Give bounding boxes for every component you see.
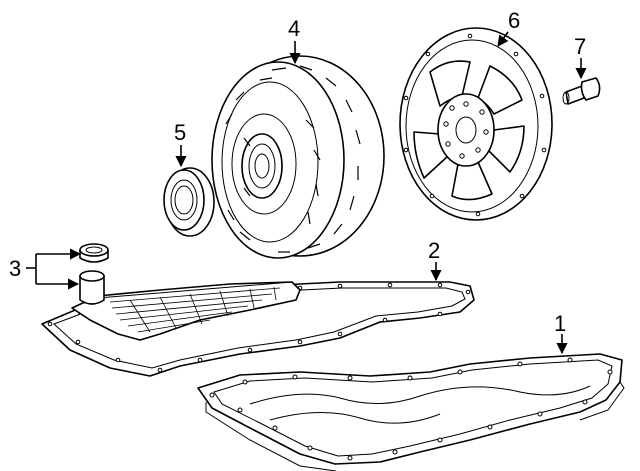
torque-converter <box>211 55 385 259</box>
filter-screen <box>109 286 281 333</box>
filter-assembly <box>71 243 301 341</box>
callout-number-5: 5 <box>174 120 186 145</box>
callout-5: 5 <box>174 120 187 168</box>
callout-number-3: 3 <box>9 256 21 281</box>
callout-number-4: 4 <box>288 16 300 41</box>
callout-number-7: 7 <box>574 34 586 59</box>
front-seal <box>163 167 215 237</box>
flexplate-rim-holes <box>403 33 547 217</box>
callout-number-2: 2 <box>428 238 440 263</box>
pan-bolt-holes <box>209 357 613 461</box>
flexplate <box>399 27 553 221</box>
callout-4: 4 <box>288 16 301 65</box>
filter-seal <box>79 243 109 263</box>
callout-6: 6 <box>497 8 520 47</box>
callout-number-6: 6 <box>508 8 520 33</box>
callout-number-1: 1 <box>554 311 566 336</box>
callout-1: 1 <box>554 311 568 355</box>
callout-7: 7 <box>574 34 587 80</box>
flexplate-bolt-holes <box>443 101 489 159</box>
callout-3: 3 <box>9 248 82 290</box>
flexplate-bolt <box>562 77 601 105</box>
oil-pan <box>197 353 625 471</box>
callout-2: 2 <box>428 238 442 282</box>
converter-fins <box>225 65 361 253</box>
